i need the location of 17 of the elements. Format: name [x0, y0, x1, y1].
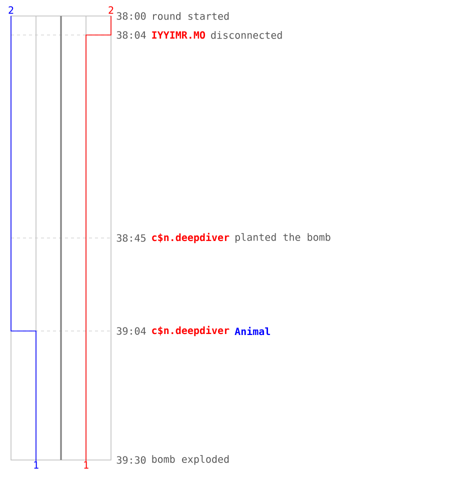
timestamp: 39:30 — [116, 456, 146, 464]
event-text: bomb exploded — [152, 455, 229, 465]
timestamp: 38:45 — [116, 234, 146, 242]
event-text: planted the bomb — [236, 233, 330, 243]
team-count: 2 — [8, 6, 14, 14]
player-name: c$n.deepdiver — [152, 326, 230, 336]
team-count: 2 — [108, 6, 114, 14]
timestamp: 38:04 — [116, 31, 146, 39]
event-text: disconnected — [211, 31, 282, 39]
player-name: Animal — [234, 326, 270, 336]
timestamp: 38:00 — [116, 12, 146, 20]
team-count: 1 — [84, 461, 88, 469]
player-name: IYYIMR.MO — [152, 31, 206, 39]
player-name: c$n.deepdiver — [152, 232, 230, 244]
team-count: 1 — [34, 461, 38, 469]
event-text: round started — [153, 12, 229, 20]
timestamp: 39:04 — [116, 327, 146, 335]
